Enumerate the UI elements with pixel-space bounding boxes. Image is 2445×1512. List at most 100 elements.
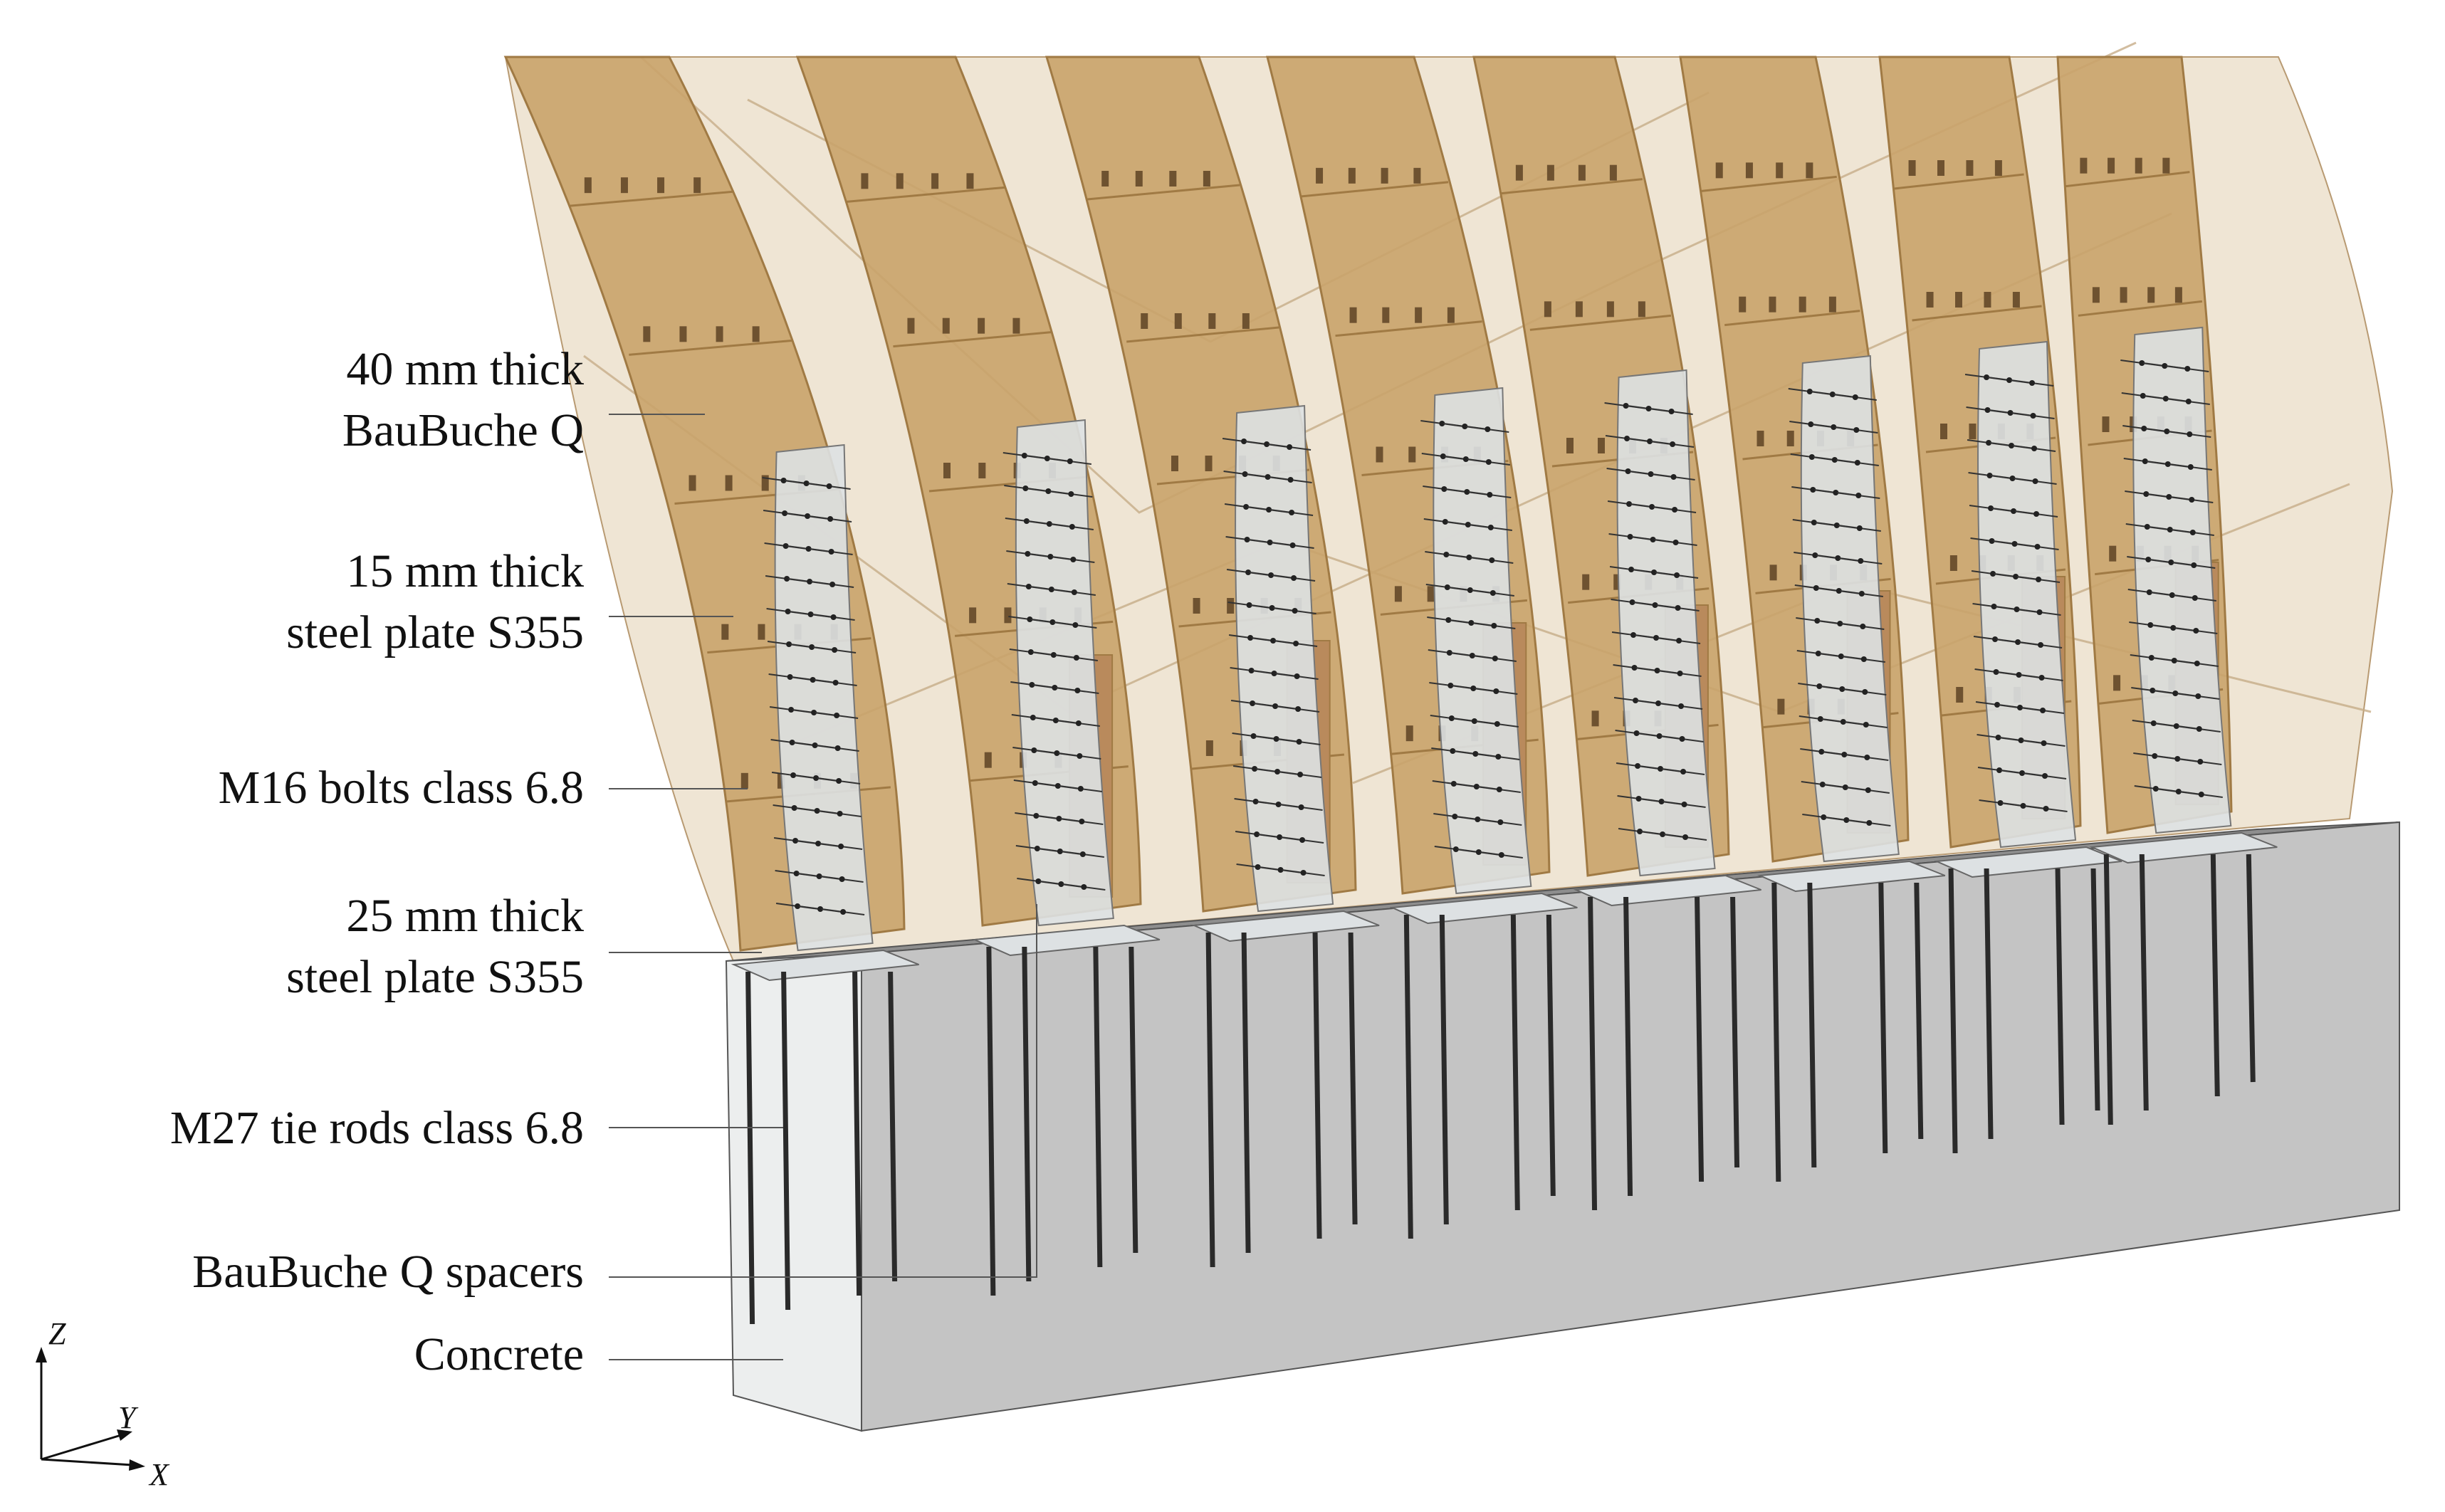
m27-tie-rod: [1093, 946, 1103, 1268]
bolt-head: [826, 483, 832, 489]
bolt-head: [1866, 820, 1873, 826]
rib-slot: [1926, 292, 1934, 308]
rib-slot: [1940, 424, 1947, 439]
steel-plate-15mm: [1800, 355, 1900, 863]
bolt-head: [790, 772, 797, 778]
bolt-head: [1254, 831, 1260, 837]
bolt-head: [791, 805, 797, 811]
bolt-head: [1244, 537, 1250, 542]
rib-joint: [1701, 175, 1837, 192]
m27-tie-rod: [1914, 882, 1924, 1140]
bolt-head: [1297, 772, 1304, 777]
bolt-head: [1860, 656, 1867, 662]
bolt-head: [1271, 671, 1277, 676]
bolt-head: [2029, 380, 2036, 386]
bolt-head: [1246, 602, 1252, 608]
rib-slot: [1949, 555, 1957, 571]
bolt-head: [1839, 686, 1845, 692]
bolt-head: [2152, 753, 2158, 759]
rib-slot: [721, 624, 729, 640]
bolt-head: [1831, 457, 1838, 463]
bolt-head: [1265, 474, 1271, 480]
bolt-head: [1854, 460, 1860, 466]
bolt-head: [1682, 834, 1689, 840]
bolt-head: [1676, 638, 1682, 644]
bolt-head: [1071, 589, 1077, 595]
rib-joint: [1301, 181, 1449, 198]
bolt-head: [807, 611, 814, 617]
bolt-head: [805, 513, 811, 519]
m27-tie-rod: [2103, 854, 2113, 1125]
bolt-head: [1679, 736, 1685, 742]
rib-joint: [2066, 171, 2190, 188]
bolt-head: [1050, 652, 1057, 658]
bolt-head: [1812, 552, 1818, 558]
bolt-head: [2011, 508, 2017, 514]
rib-slot: [2147, 287, 2155, 303]
label-plate15-line1: 15 mm thick: [346, 545, 584, 597]
bolt-head: [793, 871, 800, 876]
bolt-head: [1054, 783, 1061, 789]
rib-slot: [1382, 307, 1390, 323]
bolt-head: [1495, 754, 1502, 760]
bolt-head: [785, 609, 791, 614]
rib-slot: [1715, 162, 1723, 179]
m27-tie-rod: [2055, 868, 2065, 1125]
bolt-head: [1858, 558, 1864, 564]
bolt-head: [1054, 750, 1060, 756]
bolt-head: [2184, 366, 2191, 372]
bolt-head: [1833, 523, 1840, 528]
bolt-head: [1445, 617, 1452, 623]
bolt-head: [1623, 403, 1629, 409]
bolt-head: [817, 906, 824, 912]
bolt-head: [1491, 623, 1497, 629]
rib-slot: [1578, 164, 1586, 181]
rib-joint: [2078, 300, 2203, 317]
bolt-head: [1048, 587, 1054, 592]
bolt-head: [1296, 739, 1302, 745]
bolt-head: [1030, 715, 1036, 720]
bolt-head: [1441, 486, 1447, 492]
rib-slot: [2162, 157, 2170, 174]
bolt-head: [784, 576, 790, 582]
bolt-head: [1658, 799, 1665, 804]
bolt-head: [838, 844, 844, 849]
rib-slot: [1348, 167, 1356, 184]
bolt-head: [1266, 507, 1272, 513]
m27-tie-rod: [1205, 932, 1215, 1268]
rib-slot: [1376, 446, 1383, 463]
bolt-head: [2152, 786, 2159, 792]
rib-slot: [1776, 162, 1784, 179]
steel-plate-25mm: [1191, 910, 1380, 943]
steel-plate-25mm: [731, 949, 919, 982]
bolt-head: [2150, 720, 2157, 726]
bolt-head: [1494, 721, 1500, 727]
bolt-head: [1081, 884, 1087, 890]
bolt-head: [1464, 489, 1470, 495]
label-baubuche-40-line2: BauBuche Q: [342, 404, 584, 456]
bolt-head: [2167, 527, 2173, 532]
bolt-head: [1452, 814, 1458, 819]
y-axis-line: [41, 1434, 122, 1461]
bolt-head: [1466, 555, 1472, 560]
bolt-head: [1995, 735, 2001, 740]
bolt-head: [2171, 658, 2177, 663]
bolt-head: [1670, 474, 1677, 480]
bolt-head: [1277, 834, 1283, 840]
bolt-head: [815, 841, 822, 846]
rib-slot: [657, 177, 665, 194]
bolt-head: [2164, 429, 2170, 434]
bolt-head: [1027, 616, 1033, 622]
bolt-head: [1079, 851, 1086, 857]
rib-slot: [1994, 160, 2002, 176]
bolt-head: [807, 579, 813, 584]
bolt-head: [1863, 722, 1869, 728]
bolt-head: [2189, 497, 2195, 503]
bolt-head: [2011, 541, 2018, 547]
bolt-head: [1626, 501, 1633, 507]
bolt-head: [1652, 602, 1658, 608]
bolt-head: [1821, 814, 1827, 820]
m27-tie-rod: [2210, 854, 2220, 1097]
bolt-head: [1628, 567, 1635, 572]
bolt-head: [1649, 504, 1655, 510]
